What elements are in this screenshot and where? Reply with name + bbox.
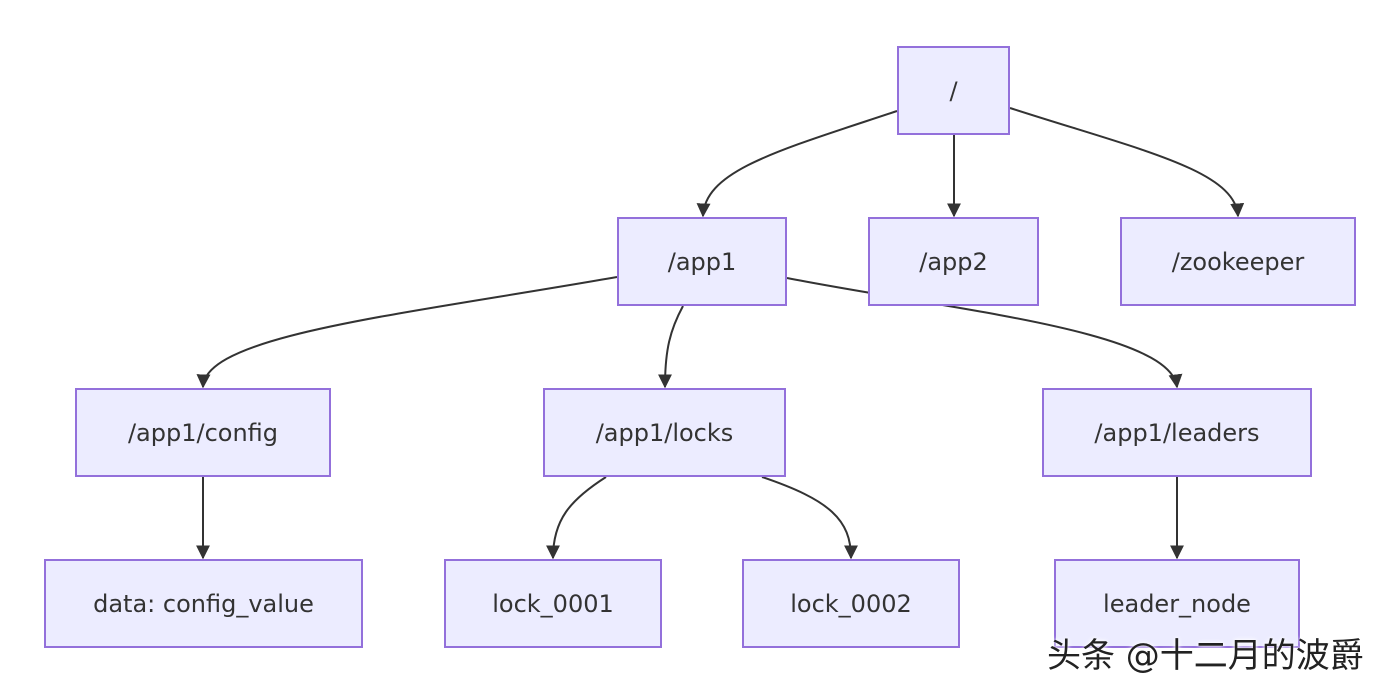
edge-app1-leaders — [786, 277, 1183, 389]
node-app2-label: /app2 — [919, 247, 988, 276]
edge-app1-locks — [658, 305, 684, 389]
node-app1: /app1 — [617, 217, 787, 306]
node-app1-config: /app1/config — [75, 388, 331, 477]
edge-locks-lock0001 — [546, 476, 607, 560]
node-lock-0002: lock_0002 — [742, 559, 960, 648]
node-zookeeper-label: /zookeeper — [1171, 247, 1305, 276]
node-app1-leaders: /app1/leaders — [1042, 388, 1312, 477]
node-lock-0002-label: lock_0002 — [790, 589, 912, 618]
node-app2: /app2 — [868, 217, 1039, 306]
node-config-data-label: data: config_value — [93, 589, 314, 618]
node-lock-0001-label: lock_0001 — [492, 589, 614, 618]
node-app1-locks: /app1/locks — [543, 388, 786, 477]
node-app1-leaders-label: /app1/leaders — [1094, 418, 1260, 447]
edge-locks-lock0002 — [761, 476, 858, 560]
edge-root-zookeeper — [1009, 107, 1245, 218]
node-root: / — [897, 46, 1010, 135]
edge-app1-config — [196, 276, 618, 389]
edge-root-app1 — [696, 110, 898, 218]
node-zookeeper: /zookeeper — [1120, 217, 1356, 306]
node-leader-node-label: leader_node — [1103, 589, 1251, 618]
node-app1-locks-label: /app1/locks — [595, 418, 734, 447]
node-config-data: data: config_value — [44, 559, 363, 648]
node-app1-label: /app1 — [667, 247, 737, 276]
node-app1-config-label: /app1/config — [127, 418, 279, 447]
node-lock-0001: lock_0001 — [444, 559, 662, 648]
watermark: 头条 @十二月的波爵 — [1047, 636, 1364, 676]
node-leader-node: leader_node — [1054, 559, 1300, 648]
node-root-label: / — [949, 76, 958, 105]
